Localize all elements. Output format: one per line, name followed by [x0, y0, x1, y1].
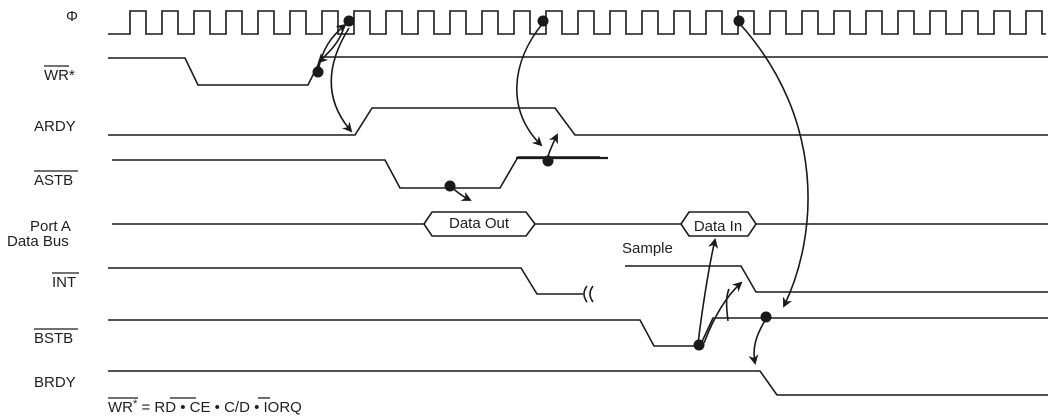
annotation-sample: Sample: [622, 240, 673, 257]
dot-astb-fall: [444, 180, 456, 192]
bstb-waveform: [108, 317, 1048, 347]
bus-label-data-out: Data Out: [449, 215, 510, 232]
dot-bstb-low: [693, 339, 705, 351]
bus-label-data-in: Data In: [694, 218, 742, 235]
footnote-d-iorq: /D • IORQ: [235, 399, 302, 416]
bus-segment-data-in: [680, 211, 757, 237]
signal-label-ardy: ARDY: [34, 118, 76, 135]
signal-label-astb: ASTB: [34, 172, 73, 189]
int-waveform-first: [108, 267, 583, 295]
arrow-clock-to-wr: [317, 29, 344, 64]
arrow-bstb-to-data-in: [697, 238, 719, 345]
astb-waveform-main: [112, 156, 600, 189]
signal-label-bstb: BSTB: [34, 330, 73, 347]
signal-label-int: INT: [52, 274, 76, 291]
signal-label-brdy: BRDY: [34, 374, 76, 391]
arrow-clock-to-bstb: [739, 23, 809, 308]
dot-astb-rise: [542, 155, 554, 167]
ardy-waveform: [108, 107, 1048, 136]
signal-label-data-bus: Data Bus: [7, 233, 69, 250]
dot-bstb-rise: [760, 311, 772, 323]
signal-label-phi: Φ: [66, 8, 78, 25]
clock-waveform: [108, 10, 1046, 35]
dot-wr: [312, 66, 324, 78]
arrow-bstb-to-brdy: [748, 318, 767, 365]
bus-segment-data-out: [423, 211, 536, 237]
footnote-eq: =: [137, 399, 154, 416]
arrow-clock-to-ardy: [330, 27, 353, 133]
arrow-clock-to-ardy-2: [516, 22, 544, 147]
dot-clock-2: [537, 15, 549, 27]
arrow-astb-to-ardy: [546, 133, 558, 160]
arrow-data-in-to-int: [725, 288, 730, 322]
dot-clock-3: [733, 15, 745, 27]
footnote-wr: WR: [108, 399, 133, 416]
footnote-star: *: [133, 398, 138, 410]
signal-label-port-a: Port A: [30, 218, 71, 235]
arrow-bstb-to-int: [703, 281, 743, 344]
wr-waveform: [108, 56, 1048, 86]
footnote-rd: RD: [154, 399, 176, 416]
int-break-mark: [583, 285, 594, 303]
brdy-waveform: [108, 370, 1048, 396]
signal-label-wr: WR*: [44, 67, 75, 84]
int-waveform-second: [625, 265, 1048, 293]
dot-clock-1: [343, 15, 355, 27]
footnote-ce: • CE •: [176, 399, 224, 416]
footnote: WR* = RD • CE • C/D • IORQ: [108, 398, 302, 416]
arrow-wr-to-clock: [317, 23, 347, 73]
footnote-c: C: [224, 399, 235, 416]
